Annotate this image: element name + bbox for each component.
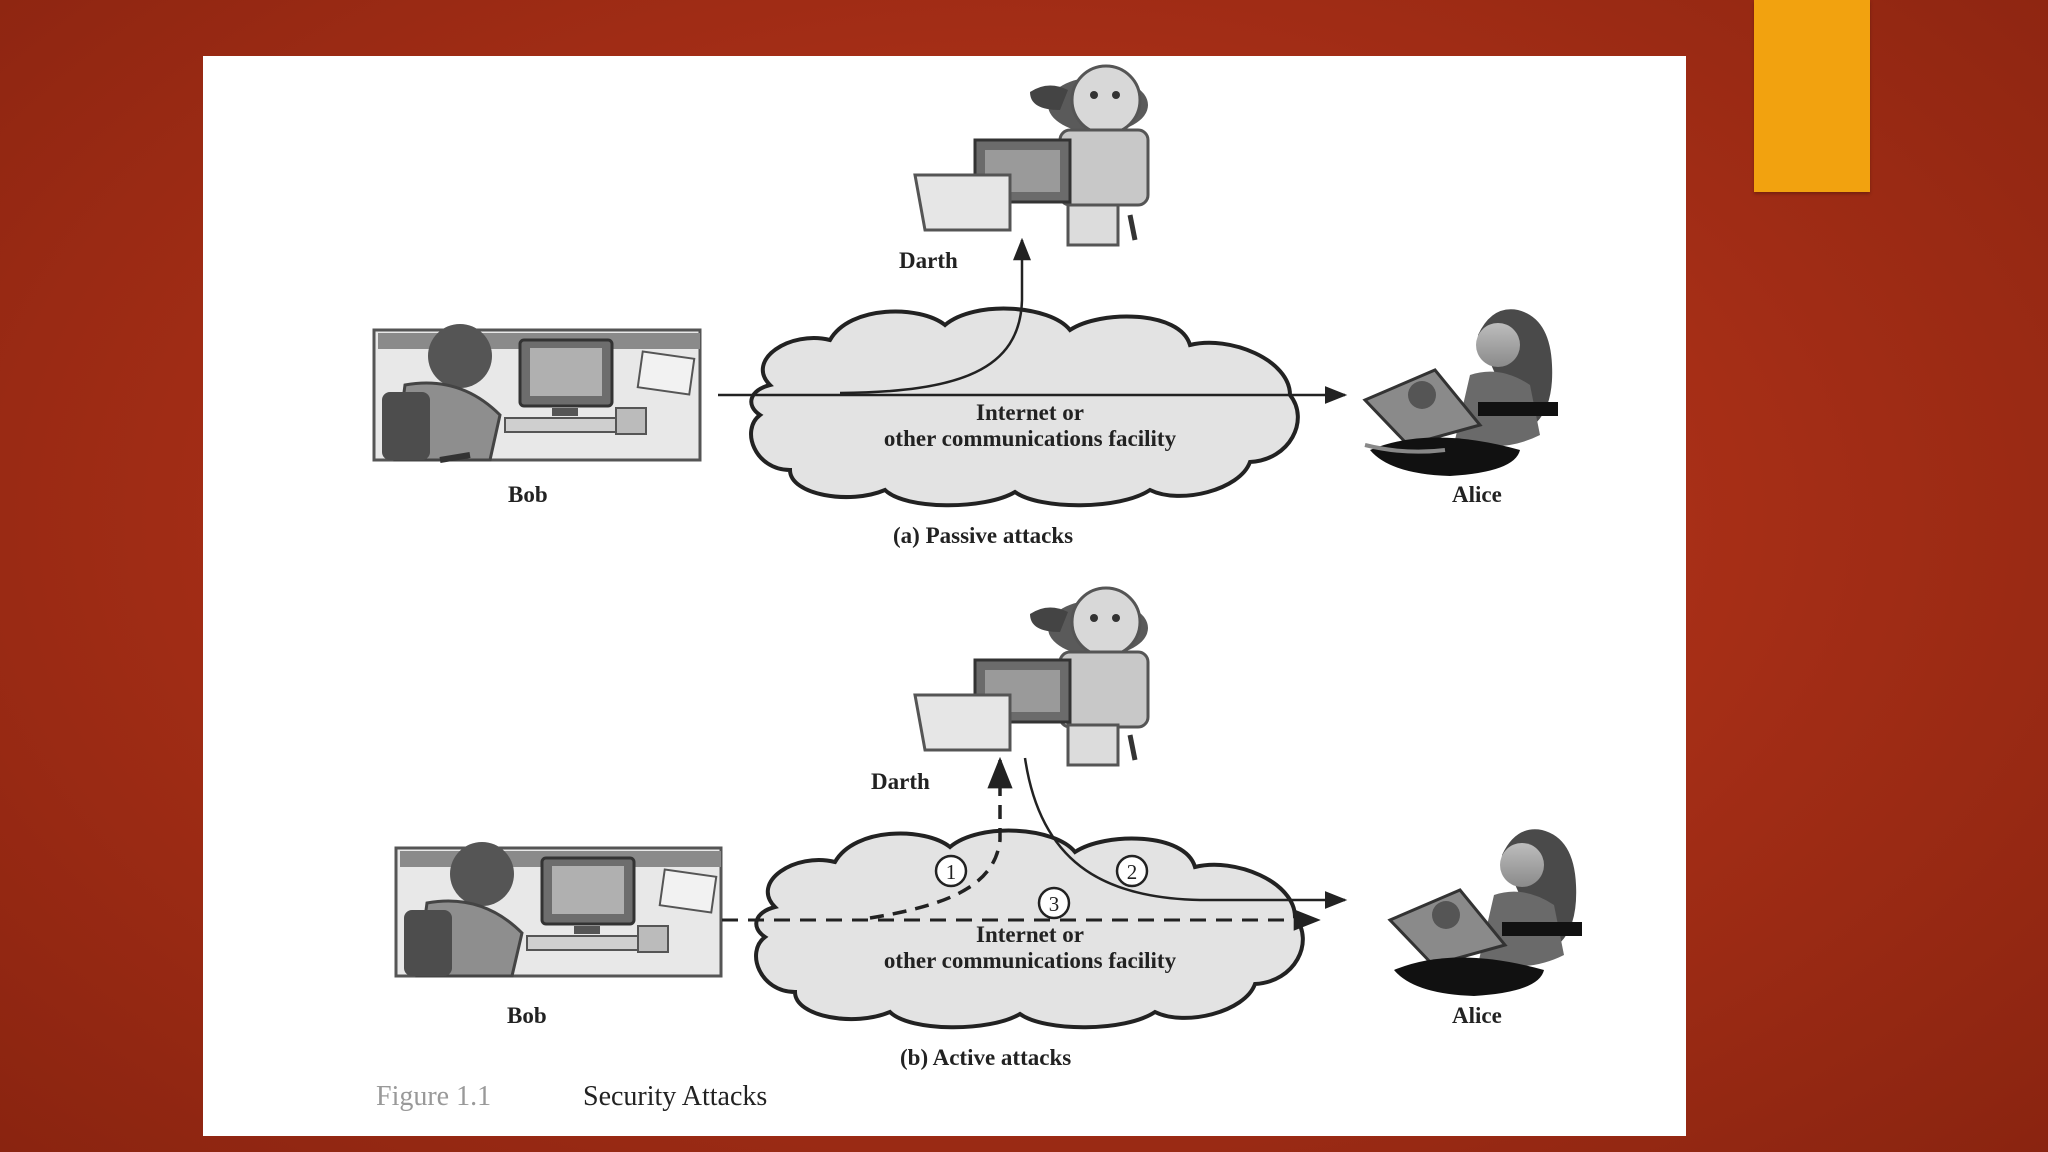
- bob-label-a: Bob: [508, 482, 548, 508]
- darth-label-b: Darth: [871, 769, 930, 795]
- bob-label-b: Bob: [507, 1003, 547, 1029]
- bob-illustration-b: [396, 842, 721, 976]
- step-marker-2: 2: [1117, 856, 1147, 886]
- darth-illustration-b: [915, 588, 1148, 765]
- alice-illustration-a: [1365, 309, 1558, 476]
- cloud-line1-b: Internet or: [800, 922, 1260, 948]
- caption-b: (b) Active attacks: [900, 1045, 1071, 1071]
- figure-title: Security Attacks: [583, 1081, 767, 1113]
- step-1-text: 1: [946, 860, 957, 884]
- bob-illustration-a: [374, 324, 700, 460]
- caption-a: (a) Passive attacks: [893, 523, 1073, 549]
- cloud-line1-a: Internet or: [800, 400, 1260, 426]
- cloud-line2-a: other communications facility: [800, 426, 1260, 452]
- darth-label-a: Darth: [899, 248, 958, 274]
- step-marker-3: 3: [1039, 888, 1069, 918]
- step-2-text: 2: [1127, 860, 1138, 884]
- step-marker-1: 1: [936, 856, 966, 886]
- step-3-text: 3: [1049, 892, 1060, 916]
- cloud-line2-b: other communications facility: [800, 948, 1260, 974]
- cloud-label-a: Internet or other communications facilit…: [800, 400, 1260, 452]
- alice-illustration-b: [1390, 829, 1582, 996]
- cloud-label-b: Internet or other communications facilit…: [800, 922, 1260, 974]
- figure-number: Figure 1.1: [376, 1081, 491, 1113]
- alice-label-a: Alice: [1452, 482, 1502, 508]
- darth-illustration-a: [915, 66, 1148, 245]
- alice-label-b: Alice: [1452, 1003, 1502, 1029]
